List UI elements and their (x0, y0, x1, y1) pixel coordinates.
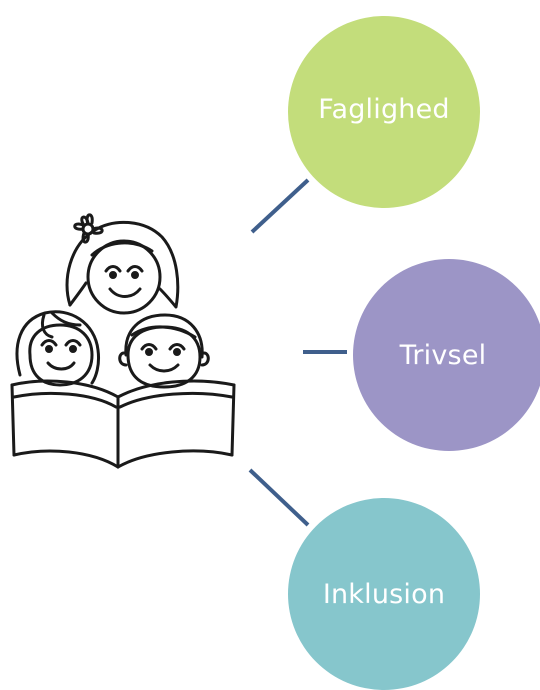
node-trivsel-label: Trivsel (399, 339, 487, 371)
connector-faglighed (250, 178, 310, 234)
node-inklusion: Inklusion (288, 498, 480, 690)
connector-inklusion (248, 468, 310, 527)
node-inklusion-label: Inklusion (322, 578, 446, 610)
node-faglighed-label: Faglighed (318, 93, 450, 125)
children-reading-book-icon (10, 213, 236, 469)
node-trivsel: Trivsel (353, 259, 540, 451)
node-faglighed: Faglighed (288, 16, 480, 208)
